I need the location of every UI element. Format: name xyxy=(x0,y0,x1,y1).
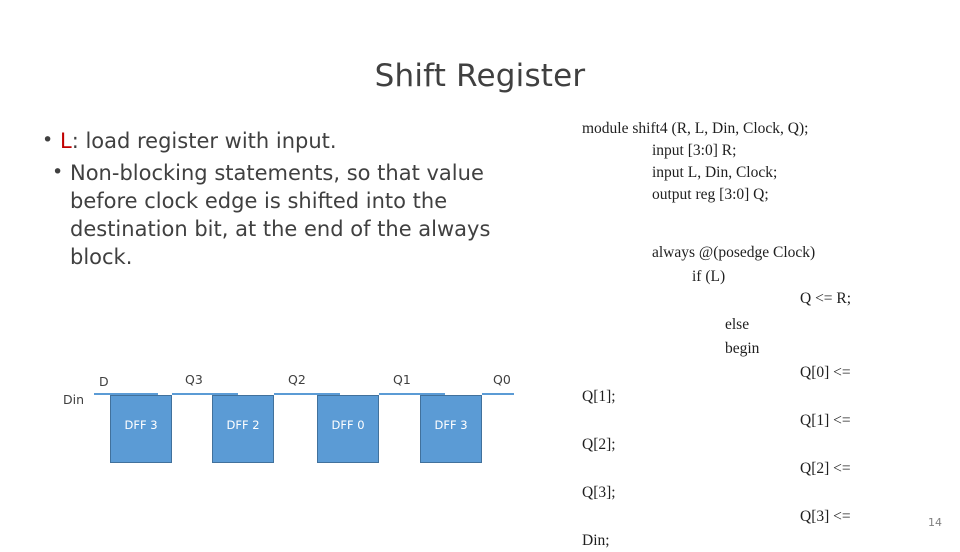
wire-q1 xyxy=(379,393,445,395)
code-line-output: output reg [3:0] Q; xyxy=(652,184,769,206)
wire-label-q3: Q3 xyxy=(185,372,203,387)
dff-block-2-label: DFF 2 xyxy=(226,418,260,432)
code-keyword-module: module xyxy=(582,120,629,137)
shift-register-diagram: Din D DFF 3 Q3 DFF 2 Q2 DFF 0 Q1 DFF 3 Q… xyxy=(55,370,525,480)
code-line-q1-value: Q[1]; xyxy=(582,388,616,405)
page-title: Shift Register xyxy=(374,58,586,94)
wire-label-q1: Q1 xyxy=(393,372,411,387)
dff-block-4: DFF 3 xyxy=(420,395,482,463)
code-line-q3-value: Q[3]; xyxy=(582,484,616,501)
code-line-assign-r: Q <= R; xyxy=(800,290,852,307)
wire-q0 xyxy=(482,393,514,395)
code-line-din-value: Din; xyxy=(582,532,610,549)
wire-din xyxy=(94,393,158,395)
code-line-q3-assign: Q[3] <= xyxy=(800,508,851,525)
code-line-always: always @(posedge Clock) xyxy=(652,242,815,264)
code-text-module: shift4 (R, L, Din, Clock, Q); xyxy=(632,120,809,137)
code-keyword-output: output reg xyxy=(652,186,716,203)
bullet-list: L: load register with input. Non-blockin… xyxy=(34,128,534,274)
dff-block-2: DFF 2 xyxy=(212,395,274,463)
code-line-q1-assign: Q[1] <= xyxy=(800,412,851,429)
code-line-if: if (L) xyxy=(692,266,725,288)
bullet-1-keyword: L xyxy=(60,129,72,153)
code-line-begin: begin xyxy=(725,338,759,360)
slide-canvas: Shift Register L: load register with inp… xyxy=(0,0,960,540)
code-keyword-input-1: input xyxy=(652,142,684,159)
bullet-1-text: : load register with input. xyxy=(71,129,337,153)
code-line-input-r: input [3:0] R; xyxy=(652,140,736,162)
dff-block-1: DFF 3 xyxy=(110,395,172,463)
code-keyword-begin: begin xyxy=(725,340,760,357)
wire-label-q2: Q2 xyxy=(288,372,306,387)
code-keyword-else: else xyxy=(725,316,750,333)
dff-block-4-label: DFF 3 xyxy=(434,418,468,432)
code-line-q0-assign: Q[0] <= xyxy=(800,364,851,381)
dff-block-3: DFF 0 xyxy=(317,395,379,463)
page-number: 14 xyxy=(928,516,942,529)
dff-block-1-label: DFF 3 xyxy=(124,418,158,432)
code-line-q2-value: Q[2]; xyxy=(582,436,616,453)
code-text-input-2: L, Din, Clock; xyxy=(687,164,778,181)
code-condition-l: (L) xyxy=(705,268,726,285)
code-keyword-always: always xyxy=(652,244,696,261)
code-line-q2-assign: Q[2] <= xyxy=(800,460,851,477)
bullet-item-1: L: load register with input. xyxy=(34,128,534,156)
code-line-input-l: input L, Din, Clock; xyxy=(652,162,777,184)
wire-label-q0: Q0 xyxy=(493,372,511,387)
bullet-item-2: Non-blocking statements, so that value b… xyxy=(34,160,534,272)
dff-block-3-label: DFF 0 xyxy=(331,418,365,432)
code-line-else: else xyxy=(725,314,749,336)
wire-label-d: D xyxy=(99,374,109,389)
code-text-output: [3:0] Q; xyxy=(719,186,769,203)
wire-q2 xyxy=(274,393,340,395)
code-line-module: module shift4 (R, L, Din, Clock, Q); xyxy=(582,118,808,140)
wire-q3 xyxy=(172,393,238,395)
code-keyword-input-2: input xyxy=(652,164,684,181)
code-text-always: @(posedge Clock) xyxy=(698,244,816,261)
bullet-2-text: Non-blocking statements, so that value b… xyxy=(70,160,491,269)
code-text-input-1: [3:0] R; xyxy=(687,142,737,159)
diagram-input-label: Din xyxy=(63,392,85,407)
code-keyword-if: if xyxy=(692,268,702,285)
